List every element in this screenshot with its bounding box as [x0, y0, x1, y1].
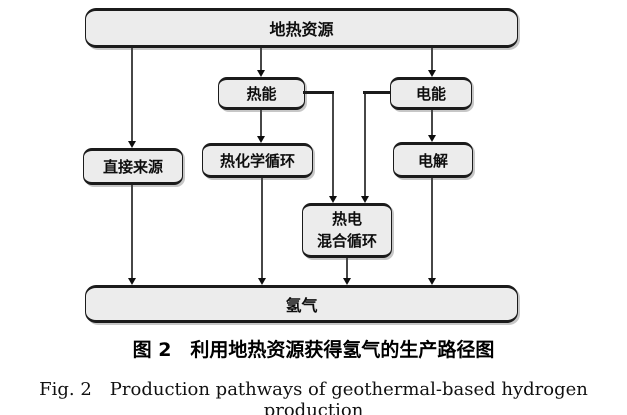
- arrowhead-into-electric-icon: [427, 70, 436, 77]
- connector-hybrid-hydrogen: [346, 258, 348, 278]
- arrowhead-into-hydrogen-1-icon: [127, 278, 136, 285]
- figure-caption-chinese: 图 2 利用地热资源获得氢气的生产路径图: [132, 339, 495, 361]
- arrowhead-into-hydrogen-4-icon: [427, 278, 436, 285]
- connector-thermochem-hydrogen: [261, 178, 263, 278]
- connector-geothermal-electric: [431, 48, 433, 70]
- connector-heat-hybrid-horizontal: [303, 90, 334, 94]
- arrowhead-into-heat-icon: [256, 70, 265, 77]
- node-direct-source: 直接来源: [83, 148, 183, 185]
- arrowhead-into-hybrid-right-icon: [360, 196, 369, 203]
- arrowhead-into-hydrogen-3-icon: [342, 278, 351, 285]
- arrowhead-into-direct-icon: [127, 141, 136, 148]
- figure-caption-english: Fig. 2 Production pathways of geothermal…: [39, 379, 588, 415]
- connector-electrolysis-hydrogen: [431, 178, 433, 278]
- node-electric-energy: 电能: [390, 77, 472, 110]
- connector-geothermal-direct: [131, 48, 133, 141]
- node-hydrogen: 氢气: [85, 285, 518, 323]
- arrowhead-into-hydrogen-2-icon: [257, 278, 266, 285]
- connector-electric-hybrid-vertical: [364, 92, 366, 196]
- arrowhead-into-electrolysis-icon: [427, 135, 436, 142]
- connector-geothermal-heat: [260, 48, 262, 70]
- node-heat-energy: 热能: [218, 77, 305, 110]
- node-electrolysis: 电解: [393, 142, 473, 178]
- arrowhead-into-hybrid-left-icon: [328, 196, 337, 203]
- arrowhead-into-thermochem-icon: [256, 136, 265, 143]
- connector-heat-thermochem: [260, 110, 262, 136]
- connector-electric-hybrid-horizontal: [363, 90, 390, 94]
- connector-electric-electrolysis: [431, 110, 433, 135]
- node-geothermal-resource: 地热资源: [85, 8, 518, 48]
- connector-heat-hybrid-vertical: [332, 92, 334, 196]
- connector-direct-hydrogen: [131, 185, 133, 278]
- node-thermoelectric-hybrid-cycle: 热电 混合循环: [302, 203, 392, 258]
- node-thermochemical-cycle: 热化学循环: [202, 143, 313, 178]
